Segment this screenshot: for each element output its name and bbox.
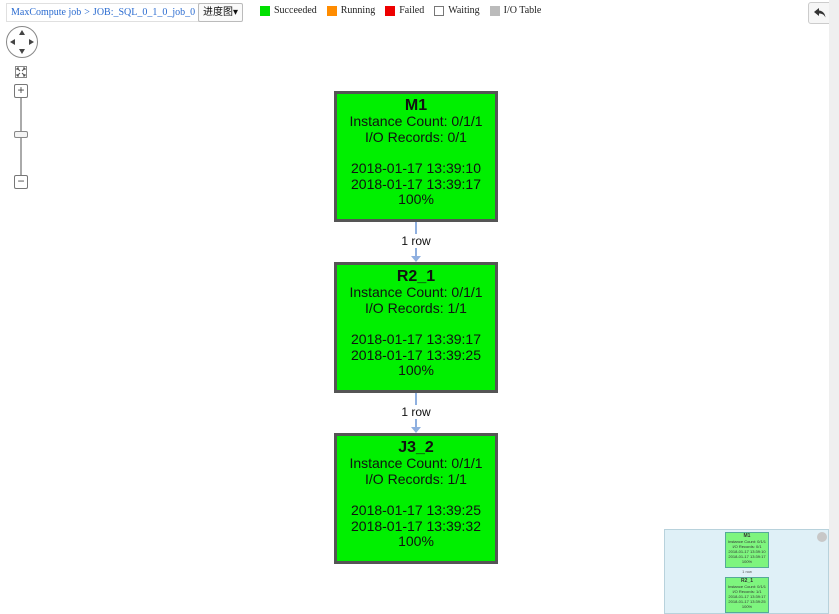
minimap-node-instance: Instance Count: 0/1/1 [727, 584, 767, 589]
breadcrumb-job-link[interactable]: JOB:_SQL_0_1_0_job_0 [92, 7, 196, 18]
minimap-node-progress: 100% [741, 604, 753, 609]
legend-label-failed: Failed [399, 5, 425, 16]
node-progress: 100% [398, 191, 434, 207]
minimap-node-io: I/O Records: 0/1 [732, 544, 762, 549]
minimap-node-r2-1: R2_1 Instance Count: 0/1/1 I/O Records: … [725, 577, 769, 613]
toolbar: MaxCompute job>JOB:_SQL_0_1_0_job_0 进度图▾… [0, 0, 839, 24]
fit-screen-button[interactable] [15, 65, 27, 78]
back-arrow-icon [814, 8, 826, 18]
minimap-node-start: 2018-01-17 13:39:10 [728, 549, 766, 554]
breadcrumb-root-link[interactable]: MaxCompute job [11, 7, 82, 18]
job-node-j3-2[interactable]: J3_2 Instance Count: 0/1/1 I/O Records: … [334, 433, 498, 564]
node-instance-count: Instance Count: 0/1/1 [349, 455, 483, 471]
node-end-time: 2018-01-17 13:39:17 [351, 175, 481, 192]
node-instance-count: Instance Count: 0/1/1 [349, 113, 483, 129]
minimap-node-io: I/O Records: 1/1 [732, 589, 762, 594]
minimap-node-end: 2018-01-17 13:39:25 [728, 599, 766, 604]
edge-label-r2-j3: 1 row [386, 405, 446, 419]
node-progress: 100% [398, 533, 434, 549]
legend-label-waiting: Waiting [448, 5, 480, 16]
legend-label-running: Running [340, 5, 376, 16]
minimap-node-name: R2_1 [741, 578, 753, 584]
edge-arrow-r2-j3 [411, 427, 421, 433]
legend-swatch-io-table [489, 5, 500, 16]
job-node-r2-1[interactable]: R2_1 Instance Count: 0/1/1 I/O Records: … [334, 262, 498, 393]
scrollbar-track[interactable] [829, 0, 839, 614]
legend-item-running: Running [326, 5, 376, 16]
node-start-time: 2018-01-17 13:39:10 [351, 160, 481, 176]
zoom-out-button[interactable]: − [14, 175, 28, 189]
node-end-time: 2018-01-17 13:39:25 [351, 346, 481, 363]
edge-label-m1-r2: 1 row [386, 234, 446, 248]
minimap-node-start: 2018-01-17 13:39:17 [728, 594, 766, 599]
node-start-time: 2018-01-17 13:39:17 [351, 331, 481, 347]
job-node-m1[interactable]: M1 Instance Count: 0/1/1 I/O Records: 0/… [334, 91, 498, 222]
legend-swatch-waiting [434, 5, 445, 16]
minimap[interactable]: M1 Instance Count: 0/1/1 I/O Records: 0/… [664, 529, 829, 614]
node-name: M1 [404, 97, 428, 114]
status-legend: Succeeded Running Failed Waiting I/O Tab… [260, 5, 541, 16]
node-io-records: I/O Records: 1/1 [365, 470, 467, 487]
node-io-records: I/O Records: 1/1 [365, 299, 467, 316]
node-end-time: 2018-01-17 13:39:32 [351, 517, 481, 534]
view-dropdown[interactable]: 进度图▾ [198, 3, 244, 22]
node-instance-count: Instance Count: 0/1/1 [349, 284, 483, 300]
minimap-toggle-button[interactable] [817, 532, 827, 542]
view-dropdown-label: 进度图 [203, 7, 233, 18]
legend-item-io-table: I/O Table [489, 5, 542, 16]
zoom-in-button[interactable]: + [14, 84, 28, 98]
legend-label-io-table: I/O Table [503, 5, 542, 16]
edge-arrow-m1-r2 [411, 256, 421, 262]
minimap-node-progress: 100% [741, 559, 753, 564]
node-progress: 100% [398, 362, 434, 378]
minimap-node-m1: M1 Instance Count: 0/1/1 I/O Records: 0/… [725, 532, 769, 568]
zoom-slider-thumb[interactable] [14, 131, 28, 138]
breadcrumb-separator: > [84, 7, 90, 18]
legend-item-waiting: Waiting [434, 5, 480, 16]
pan-control[interactable] [6, 26, 38, 58]
minimap-node-instance: Instance Count: 0/1/1 [727, 539, 767, 544]
legend-swatch-failed [385, 5, 396, 16]
legend-swatch-running [326, 5, 337, 16]
node-io-records: I/O Records: 0/1 [365, 128, 467, 145]
minimap-edge-label: 1 row [742, 569, 752, 574]
minimap-node-end: 2018-01-17 13:39:17 [728, 554, 766, 559]
node-name: R2_1 [396, 268, 436, 285]
chevron-down-icon: ▾ [233, 7, 239, 18]
legend-item-succeeded: Succeeded [260, 5, 317, 16]
legend-item-failed: Failed [385, 5, 424, 16]
pan-arrows-icon [10, 30, 34, 54]
minimap-node-name: M1 [743, 533, 751, 539]
fit-screen-icon [15, 66, 27, 78]
node-name: J3_2 [398, 439, 434, 456]
breadcrumb: MaxCompute job>JOB:_SQL_0_1_0_job_0 [6, 3, 201, 22]
legend-label-succeeded: Succeeded [274, 5, 317, 16]
legend-swatch-succeeded [260, 5, 270, 16]
node-start-time: 2018-01-17 13:39:25 [351, 502, 481, 518]
